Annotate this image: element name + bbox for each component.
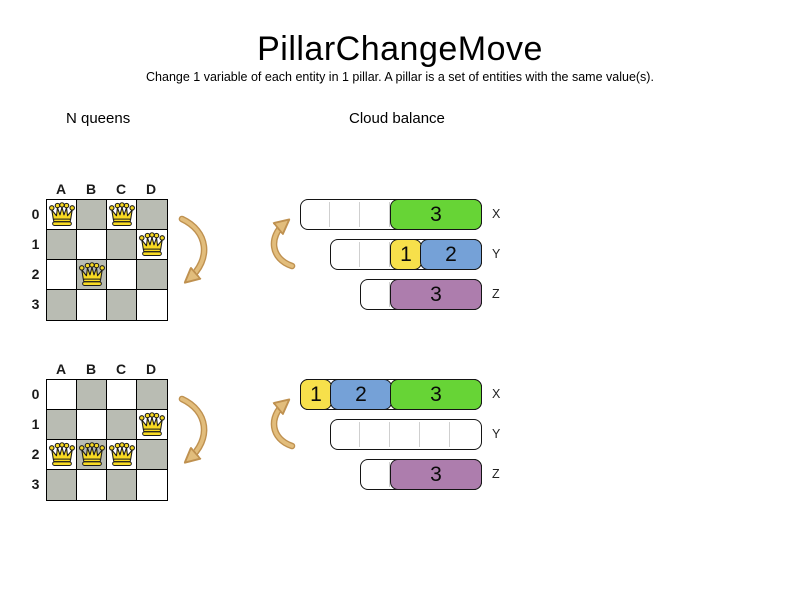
board-column-label-a: A <box>55 361 67 377</box>
process-block-2: 2 <box>420 239 482 270</box>
nqueens-board-after: A B C D 0 1 2 3 <box>27 361 197 503</box>
board-cell-d2 <box>137 440 167 470</box>
process-block-1: 1 <box>300 379 332 410</box>
board-cell-a1 <box>47 230 77 260</box>
process-block-3: 3 <box>390 379 482 410</box>
capacity-slot-divider <box>389 202 391 227</box>
capacity-slot-divider <box>449 422 451 447</box>
page-title: PillarChangeMove <box>257 30 543 68</box>
board-cell-b3 <box>77 470 107 500</box>
capacity-slot-divider <box>359 202 361 227</box>
board-cell-a3 <box>47 290 77 320</box>
board-cell-d2 <box>137 260 167 290</box>
board-cell-b1 <box>77 410 107 440</box>
board-cell-c0 <box>107 380 137 410</box>
capacity-slot-divider <box>359 422 361 447</box>
board-column-label-b: B <box>85 181 97 197</box>
computer-label-y: Y <box>492 427 501 441</box>
board-column-label-a: A <box>55 181 67 197</box>
board-cell-a2 <box>47 260 77 290</box>
board-column-label-c: C <box>115 361 127 377</box>
board-row-label-1: 1 <box>31 416 40 432</box>
pillar-move-arrow-cloud-before <box>270 214 296 270</box>
computer-capacity-bar-y <box>330 419 482 450</box>
board-cell-c1 <box>107 410 137 440</box>
board-cell-a3 <box>47 470 77 500</box>
board-column-label-d: D <box>145 181 157 197</box>
board-row-label-0: 0 <box>31 206 40 222</box>
capacity-slot-divider <box>329 202 331 227</box>
board-column-label-c: C <box>115 181 127 197</box>
board-row-label-3: 3 <box>31 296 40 312</box>
board-cell-c1 <box>107 230 137 260</box>
queen-icon-a2 <box>49 442 75 466</box>
pillar-move-arrow-board-after <box>178 395 208 472</box>
board-row-label-2: 2 <box>31 446 40 462</box>
computer-label-z: Z <box>492 287 500 301</box>
computer-label-z: Z <box>492 467 500 481</box>
capacity-slot-divider <box>389 422 391 447</box>
board-cell-d0 <box>137 200 167 230</box>
capacity-slot-divider <box>359 242 361 267</box>
board-cell-c2 <box>107 260 137 290</box>
queen-icon-b2 <box>79 442 105 466</box>
section-label-cloud-balance: Cloud balance <box>349 110 445 127</box>
board-cell-c3 <box>107 290 137 320</box>
capacity-slot-divider <box>419 422 421 447</box>
queen-icon-c0 <box>109 202 135 226</box>
queen-icon-b2 <box>79 262 105 286</box>
computer-label-x: X <box>492 387 501 401</box>
queen-icon-d1 <box>139 412 165 436</box>
process-block-3: 3 <box>390 279 482 310</box>
queen-icon-d1 <box>139 232 165 256</box>
board-cell-c3 <box>107 470 137 500</box>
board-row-label-0: 0 <box>31 386 40 402</box>
process-block-3: 3 <box>390 199 482 230</box>
pillar-move-arrow-cloud-after <box>270 394 296 450</box>
pillar-move-arrow-board-before <box>178 215 208 292</box>
section-label-nqueens: N queens <box>66 110 131 127</box>
board-column-label-d: D <box>145 361 157 377</box>
board-cell-a0 <box>47 380 77 410</box>
board-cell-b0 <box>77 380 107 410</box>
queen-icon-c2 <box>109 442 135 466</box>
process-block-3: 3 <box>390 459 482 490</box>
board-row-label-3: 3 <box>31 476 40 492</box>
capacity-slot-divider <box>389 462 391 487</box>
board-cell-d3 <box>137 470 167 500</box>
nqueens-board-before: A B C D 0 1 2 3 <box>27 181 197 323</box>
board-cell-d3 <box>137 290 167 320</box>
process-block-2: 2 <box>330 379 392 410</box>
board-cell-b1 <box>77 230 107 260</box>
board-cell-d0 <box>137 380 167 410</box>
queen-icon-a0 <box>49 202 75 226</box>
computer-label-y: Y <box>492 247 501 261</box>
board-column-label-b: B <box>85 361 97 377</box>
chessboard-grid <box>46 379 168 501</box>
chessboard-grid <box>46 199 168 321</box>
page-subtitle: Change 1 variable of each entity in 1 pi… <box>146 70 654 84</box>
board-row-label-1: 1 <box>31 236 40 252</box>
board-cell-b0 <box>77 200 107 230</box>
capacity-slot-divider <box>389 242 391 267</box>
computer-label-x: X <box>492 207 501 221</box>
board-cell-b3 <box>77 290 107 320</box>
board-row-label-2: 2 <box>31 266 40 282</box>
capacity-slot-divider <box>389 282 391 307</box>
process-block-1: 1 <box>390 239 422 270</box>
board-cell-a1 <box>47 410 77 440</box>
